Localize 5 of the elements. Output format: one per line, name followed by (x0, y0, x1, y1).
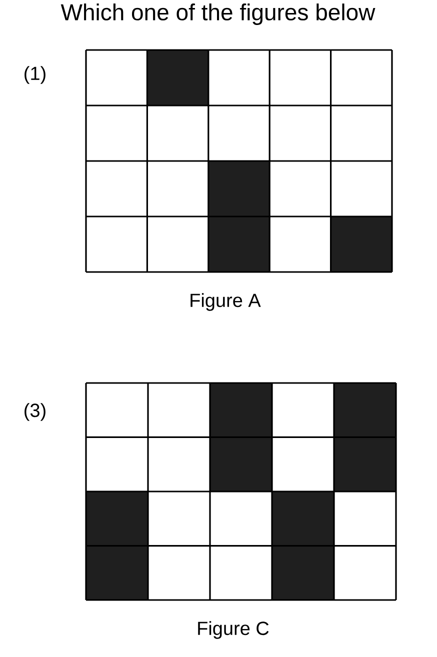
figure-caption: Figure A (190, 293, 261, 311)
question-text: Which one of the figures below (60, 4, 376, 25)
figure-number: (1) (24, 66, 46, 84)
figure-number: (3) (24, 403, 46, 421)
figure-caption: Figure C (198, 621, 269, 639)
